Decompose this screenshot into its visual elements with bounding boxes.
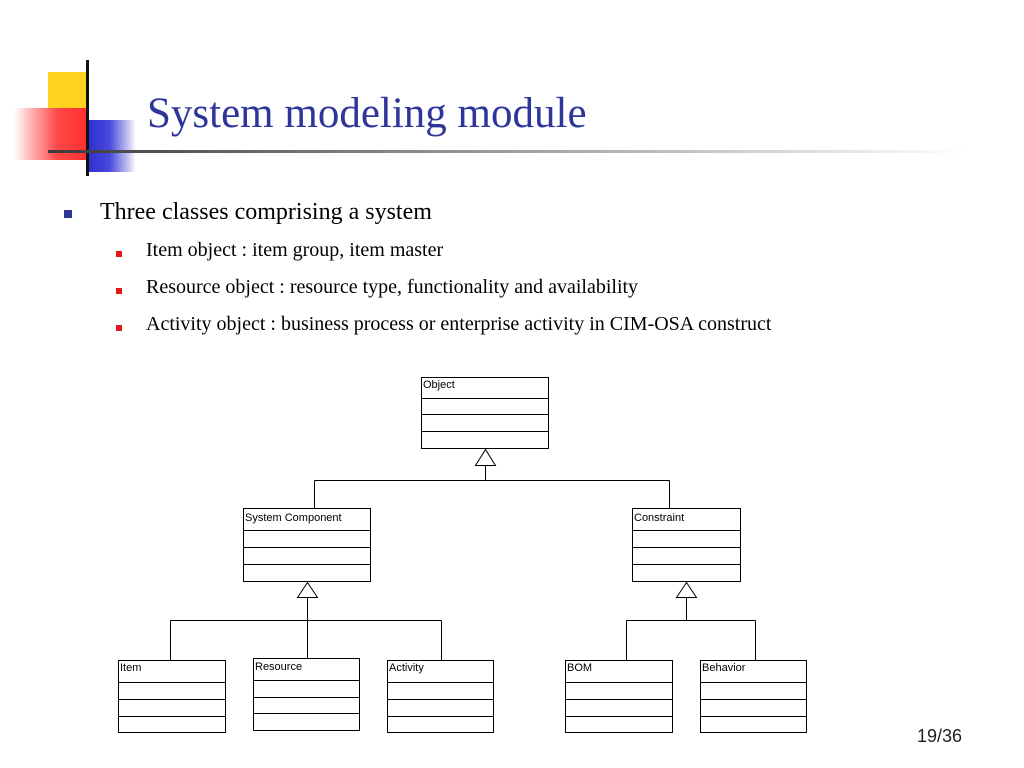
class-name: Constraint (634, 512, 684, 524)
class-name: Activity (389, 662, 424, 674)
uml-class-bom: BOM (565, 660, 673, 733)
class-name: Resource (255, 661, 302, 673)
sub-bullet-marker-square (116, 288, 122, 294)
class-name: BOM (567, 662, 592, 674)
uml-class-item: Item (118, 660, 226, 733)
uml-class-activity: Activity (387, 660, 494, 733)
uml-class-system-component: System Component (243, 508, 371, 582)
generalization-object (314, 448, 670, 509)
slide-title: System modeling module (147, 90, 587, 137)
class-name: System Component (245, 512, 342, 524)
bullet-text-level1: Three classes comprising a system (100, 199, 432, 225)
class-name: Object (423, 379, 455, 391)
uml-class-resource: Resource (253, 658, 360, 731)
sub-bullet-text: Activity object : business process or en… (146, 313, 772, 335)
class-name: Item (120, 662, 141, 674)
sub-bullet-marker-square (116, 325, 122, 331)
decor-blue-square (88, 120, 136, 172)
bullet-marker-square (64, 210, 72, 218)
uml-class-object: Object (421, 377, 549, 449)
uml-class-behavior: Behavior (700, 660, 807, 733)
decor-vertical-line (86, 60, 89, 176)
sub-bullet-text: Item object : item group, item master (146, 239, 444, 261)
slide-number: 19/36 (916, 726, 962, 746)
sub-bullet-text: Resource object : resource type, functio… (146, 276, 639, 298)
generalization-system-component (170, 581, 442, 661)
class-name: Behavior (702, 662, 746, 674)
generalization-constraint (626, 581, 756, 661)
title-underline (48, 150, 968, 153)
uml-class-constraint: Constraint (632, 508, 741, 582)
sub-bullet-marker-square (116, 251, 122, 257)
